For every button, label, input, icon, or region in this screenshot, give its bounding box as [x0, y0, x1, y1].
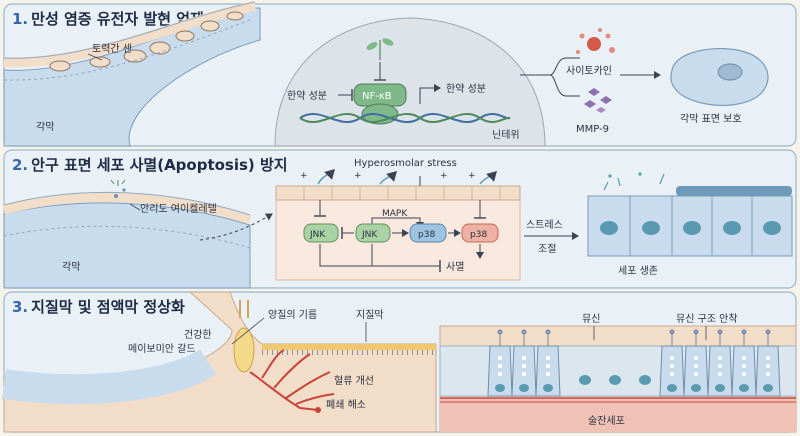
svg-text:3.지질막 및 점액막 정상화: 3.지질막 및 점액막 정상화	[12, 298, 185, 316]
label-healthy-1: 건강한	[184, 329, 212, 341]
label-herbal-left: 한약 성분	[287, 90, 327, 102]
nucleus-illustration	[274, 17, 546, 147]
label-jnk-2: JNK	[361, 230, 378, 240]
cornea-illustration-1	[3, 1, 261, 147]
label-goblet: 술잔세포	[588, 415, 625, 427]
label-herbal-right: 한약 성분	[446, 83, 486, 95]
label-nfkb: NF-κB	[362, 91, 392, 102]
label-block: 폐쇄 해소	[326, 398, 366, 411]
panel-1-number: 1.	[12, 10, 28, 28]
label-mapk: MAPK	[382, 209, 408, 219]
label-healthy-2: 메이보미안 갈드	[128, 342, 196, 355]
label-protect: 각막 표면 보호	[680, 113, 742, 125]
eyelid-illustration	[1, 291, 437, 433]
label-stress: Hyperosmolar stress	[354, 158, 457, 169]
panel-2: 2.안구 표면 세포 사멸(Apoptosis) 방지 안리도 여이켈레텔 각막	[2, 149, 797, 289]
goblet-section	[439, 325, 797, 433]
panel-1-title: 만성 염증 유전자 발현 억제	[31, 10, 204, 28]
svg-text:1.만성 염증 유전자 발현 억제: 1.만성 염증 유전자 발현 억제	[12, 10, 204, 28]
svg-text:+: +	[468, 171, 476, 181]
label-cytokine: 사이토카인	[566, 65, 612, 77]
apoptosis-pathway-box: + + + +	[275, 169, 521, 281]
p38-node-2	[461, 223, 499, 243]
label-mmp9: MMP-9	[576, 124, 609, 135]
label-mucin: 뮤신	[582, 313, 600, 325]
label-tear-film: 토력간 센	[92, 43, 132, 55]
panel-3-number: 3.	[12, 298, 28, 316]
label-stress-regulation-2: 조절	[538, 242, 556, 255]
label-jnk-1: JNK	[309, 230, 326, 240]
label-nucleus: 닌테위	[492, 128, 520, 141]
label-good-oil: 양질의 기름	[268, 309, 317, 321]
label-instill: 안리도 여이켈레텔	[140, 203, 217, 215]
svg-text:+: +	[354, 171, 362, 181]
label-cornea-1: 각막	[36, 121, 54, 133]
svg-text:2.안구 표면 세포 사멸(Apoptosis) 방지: 2.안구 표면 세포 사멸(Apoptosis) 방지	[12, 156, 288, 174]
label-p38-1: p38	[418, 230, 435, 240]
label-mucin-anchor: 뮤신 구조 안착	[676, 313, 738, 325]
mmp9-cluster	[584, 88, 612, 113]
p38-node-1	[409, 223, 447, 243]
label-p38-2: p38	[470, 230, 487, 240]
panel-2-title: 안구 표면 세포 사멸(Apoptosis) 방지	[31, 156, 287, 174]
jnk-node-1	[303, 223, 339, 243]
panel-3: 3.지질막 및 점액막 정상화 양질의 기름 지질막 건강한 메이보미안	[1, 291, 797, 433]
protected-cell	[670, 47, 769, 106]
label-blood: 혈류 개선	[334, 374, 374, 387]
label-cornea-2: 각막	[62, 261, 80, 273]
jnk-node-2	[355, 223, 391, 243]
svg-text:+: +	[440, 171, 448, 181]
label-stress-regulation-1: 스트레스	[526, 219, 563, 231]
panel-2-number: 2.	[12, 156, 28, 174]
label-lipid: 지질막	[356, 309, 384, 321]
panel-3-title: 지질막 및 점액막 정상화	[31, 298, 185, 316]
label-survival: 세포 생존	[618, 265, 658, 277]
svg-text:+: +	[300, 171, 308, 181]
label-death: 사멸	[446, 261, 464, 273]
panel-1: 1.만성 염증 유전자 발현 억제 토력간 센 각막	[3, 1, 797, 147]
cornea-illustration-2	[2, 179, 252, 289]
surviving-cells	[587, 172, 793, 257]
cytokine-cluster	[576, 28, 615, 54]
